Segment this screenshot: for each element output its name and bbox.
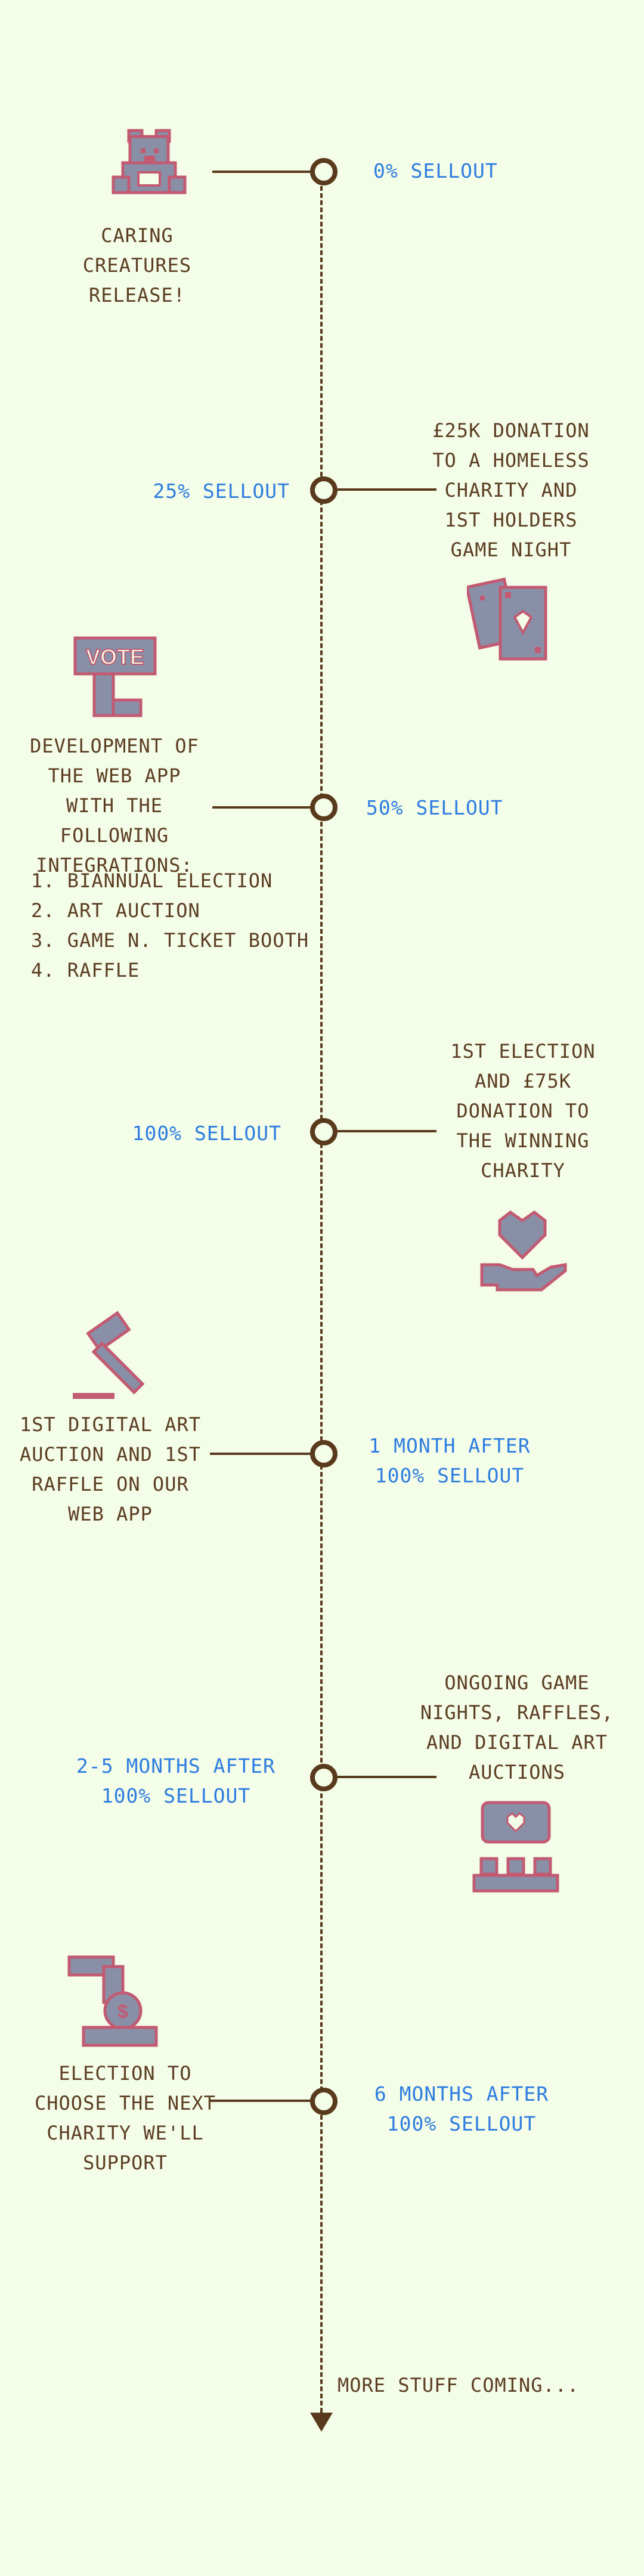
ballot-coin-icon: $ [67,1955,158,2047]
milestone-text: Election to choose the next charity we'l… [35,2062,216,2174]
connector [338,488,436,491]
milestone-trigger: 2-5 months after 100% sellout [76,1754,275,1807]
milestone-text: Caring creatures release! [82,224,192,306]
milestone-trigger: 1 month after 100% sellout [369,1434,531,1487]
connector [212,171,311,173]
timeline-arrow-down [310,2413,333,2432]
timeline-node [310,1118,338,1145]
bear-icon [112,129,187,194]
timeline-line [320,172,323,2427]
milestone-text: Development of the web app with the foll… [30,735,199,877]
milestone-text: Ongoing game nights, raffles, and digita… [420,1671,614,1784]
svg-text:$: $ [117,2001,128,2022]
integration-list: 1. Biannual election 2. Art auction 3. G… [31,866,309,985]
connector [338,1130,436,1132]
milestone-trigger: 6 months after 100% sellout [374,2082,549,2135]
heart-hand-icon [480,1210,567,1292]
milestone-text: £25K donation to a homeless charity and … [432,419,590,561]
timeline-node [310,794,338,821]
list-item: 3. Game n. ticket booth [31,929,309,952]
milestone-trigger: 100% sellout [132,1122,281,1145]
connector [210,1453,311,1455]
list-item: 4. Raffle [31,959,140,982]
timeline-node [310,1440,338,1467]
community-icon [472,1801,559,1893]
timeline-node [310,1764,338,1791]
milestone-trigger: 0% sellout [373,159,498,182]
gavel-icon [73,1311,145,1399]
connector [338,1776,436,1778]
milestone-text: 1st digital art auction and 1st raffle o… [20,1413,201,1525]
milestone-trigger: 25% sellout [153,479,290,503]
list-item: 1. Biannual election [31,869,273,892]
svg-text:VOTE: VOTE [86,645,144,669]
timeline-node [310,476,338,504]
timeline-node [310,158,338,185]
milestone-trigger: 50% sellout [366,796,503,819]
list-item: 2. Art auction [31,899,200,922]
connector [210,2100,311,2102]
playing-cards-icon [467,577,547,661]
milestone-text: 1st election and £75K donation to the wi… [450,1040,596,1182]
timeline-node [310,2088,338,2115]
connector [212,806,311,809]
vote-icon: VOTE [73,636,157,717]
footer-more-coming: More stuff coming... [338,2374,580,2397]
